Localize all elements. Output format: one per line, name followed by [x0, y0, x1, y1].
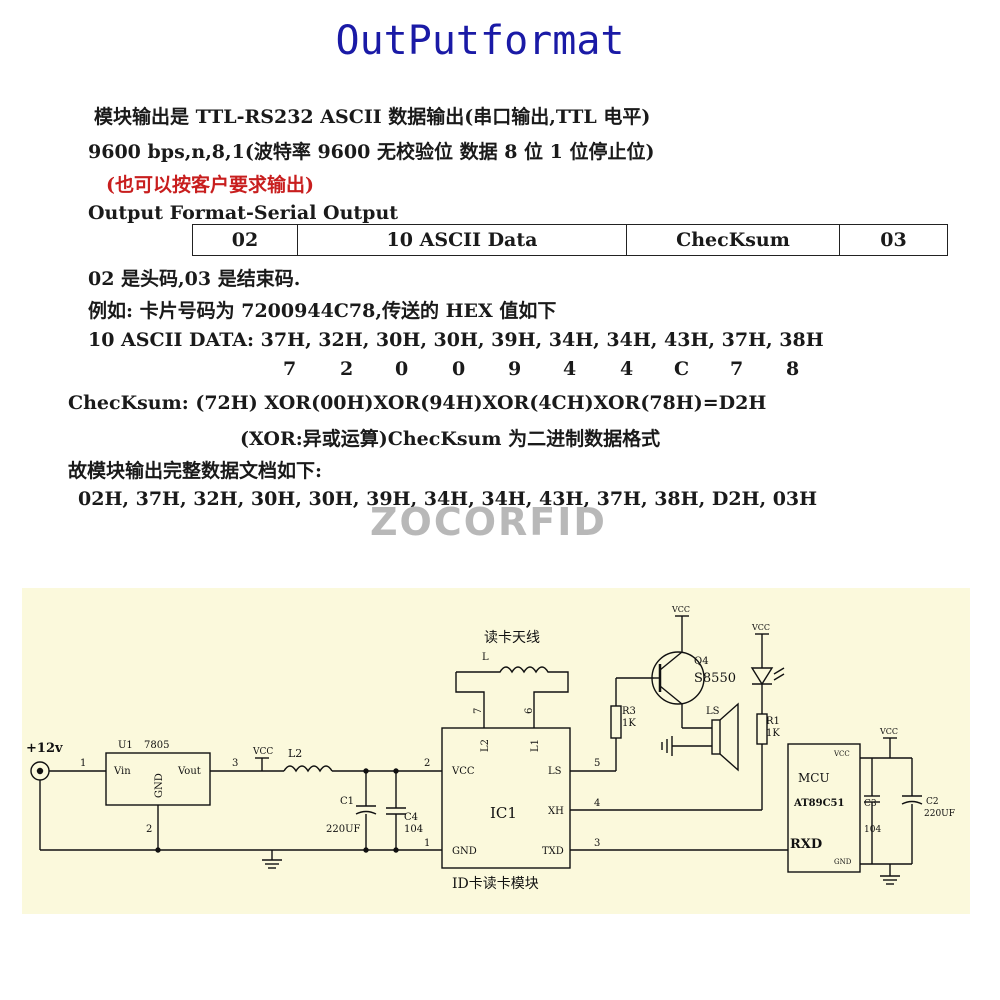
ic1-xh-pin: XH — [548, 806, 564, 817]
r1-label: R1 — [766, 716, 780, 727]
c2-value: 220UF — [924, 809, 955, 819]
u1-gnd-pin: GND — [154, 773, 165, 798]
ic1-pin-2: 2 — [424, 758, 430, 769]
power-input-terminal — [30, 761, 50, 781]
antenna-l-label: L — [482, 652, 489, 663]
r1-value: 1K — [766, 728, 780, 739]
c4-label: C4 — [404, 812, 418, 823]
card-digit: 0 — [452, 358, 466, 380]
xh-pin-4: 4 — [594, 798, 600, 809]
u1-ref: U1 — [118, 740, 133, 751]
frame-header-cell: 02 — [193, 225, 298, 255]
ic1-ls-pin: LS — [548, 766, 562, 777]
antenna-pin-7: 7 — [473, 708, 484, 714]
frame-end-cell: 03 — [880, 229, 907, 251]
transistor-q4 — [651, 651, 705, 705]
u1-vin-pin: Vin — [113, 766, 131, 777]
customer-note: (也可以按客户要求输出) — [106, 174, 314, 196]
vcc-label-mcu: VCC — [879, 727, 898, 736]
u1-part: 7805 — [144, 740, 169, 751]
output-description: 模块输出是 TTL-RS232 ASCII 数据输出(串口输出,TTL 电平) — [94, 106, 651, 128]
c1-value: 220UF — [326, 824, 361, 835]
card-digit: 2 — [340, 358, 354, 380]
ls-pin-5: 5 — [594, 758, 600, 769]
antenna-pin-6: 6 — [524, 708, 535, 714]
q4-label: Q4 — [694, 656, 709, 667]
c3-value: 104 — [864, 825, 881, 835]
r3-label: R3 — [622, 706, 636, 717]
mcu-gnd-pin: GND — [834, 858, 852, 866]
speaker-label: LS — [706, 706, 720, 717]
c2-label: C2 — [926, 797, 939, 807]
card-digit: C — [674, 358, 690, 380]
mcu-part: AT89C51 — [793, 798, 844, 809]
mcu-at89c51 — [787, 743, 861, 873]
ascii-data-line: 10 ASCII DATA: 37H, 32H, 30H, 30H, 39H, … — [88, 329, 824, 351]
vcc-label-q4: VCC — [671, 605, 690, 614]
inductor-l2 — [283, 765, 333, 773]
q4-part: S8550 — [694, 671, 736, 686]
format-document: 模块输出是 TTL-RS232 ASCII 数据输出(串口输出,TTL 电平) … — [60, 92, 960, 522]
vcc-label-1: VCC — [252, 747, 273, 757]
schematic-panel: +12v U1 7805 Vin Vout GND 1 3 2 VCC L2 C… — [22, 588, 970, 914]
page-title: OutPutformat — [335, 18, 625, 64]
baud-description: 9600 bps,n,8,1(波特率 9600 无校验位 数据 8 位 1 位停… — [88, 141, 655, 163]
c4-value: 104 — [404, 824, 423, 835]
speaker-ls — [711, 719, 721, 755]
ic1-gnd-pin: GND — [452, 846, 477, 857]
card-digit: 8 — [786, 358, 800, 380]
circuit-schematic: +12v U1 7805 Vin Vout GND 1 3 2 VCC L2 C… — [26, 605, 955, 892]
c3-label: C3 — [864, 799, 877, 809]
ic1-label: IC1 — [490, 804, 517, 822]
frame-checksum-cell: ChecKsum — [627, 225, 840, 255]
c1-label: C1 — [340, 796, 354, 807]
ground-symbol-3 — [880, 864, 900, 885]
reader-module-ic1 — [441, 727, 571, 869]
card-digit: 0 — [395, 358, 409, 380]
r3-value: 1K — [622, 718, 636, 729]
u1-pin-2: 2 — [146, 824, 152, 835]
ground-symbol-1 — [262, 850, 282, 869]
card-digit: 9 — [508, 358, 522, 380]
full-output-heading: 故模块输出完整数据文档如下: — [68, 460, 323, 482]
xor-note: (XOR:异或运算)ChecKsum 为二进制数据格式 — [240, 428, 661, 450]
ic1-txd-pin: TXD — [542, 846, 564, 857]
card-digit: 7 — [730, 358, 744, 380]
format-heading: Output Format-Serial Output — [88, 202, 399, 224]
card-digit: 4 — [620, 358, 634, 380]
card-digits-row: 7 2 0 0 9 4 4 C 7 8 — [0, 358, 900, 384]
resistor-r3 — [610, 705, 622, 739]
ground-symbol-2 — [661, 736, 673, 756]
ic1-l2-pin: L2 — [480, 739, 491, 752]
rxd-label: RXD — [790, 837, 822, 852]
example-line: 例如: 卡片号码为 7200944C78,传送的 HEX 值如下 — [88, 300, 557, 322]
ic1-vcc-pin: VCC — [451, 766, 475, 777]
antenna-label: 读卡天线 — [484, 629, 540, 646]
u1-pin-3: 3 — [232, 758, 238, 769]
txd-pin-3: 3 — [594, 838, 600, 849]
mcu-label: MCU — [798, 771, 830, 785]
led-indicator — [750, 667, 774, 686]
vcc-label-led: VCC — [751, 623, 770, 632]
brand-watermark: ZOCORFID — [370, 500, 607, 544]
l2-label: L2 — [288, 747, 302, 760]
card-digit: 4 — [563, 358, 577, 380]
u1-vout-pin: Vout — [177, 766, 201, 777]
u1-pin-1: 1 — [80, 758, 86, 769]
full-output-bytes: 02H, 37H, 32H, 30H, 30H, 39H, 34H, 34H, … — [78, 488, 818, 510]
module-caption: ID卡读卡模块 — [452, 875, 539, 892]
power-label: +12v — [26, 741, 63, 756]
mcu-vcc-pin: VCC — [833, 750, 850, 758]
serial-frame-table: 02 10 ASCII Data ChecKsum 03 — [192, 224, 948, 256]
antenna-coil — [456, 666, 569, 728]
card-digit: 7 — [283, 358, 297, 380]
frame-data-cell: 10 ASCII Data — [298, 225, 627, 255]
ic1-l1-pin: L1 — [530, 739, 541, 752]
header-end-note: 02 是头码,03 是结束码. — [88, 268, 301, 290]
ic1-pin-1: 1 — [424, 838, 430, 849]
checksum-line: ChecKsum: (72H) XOR(00H)XOR(94H)XOR(4CH)… — [68, 392, 767, 414]
